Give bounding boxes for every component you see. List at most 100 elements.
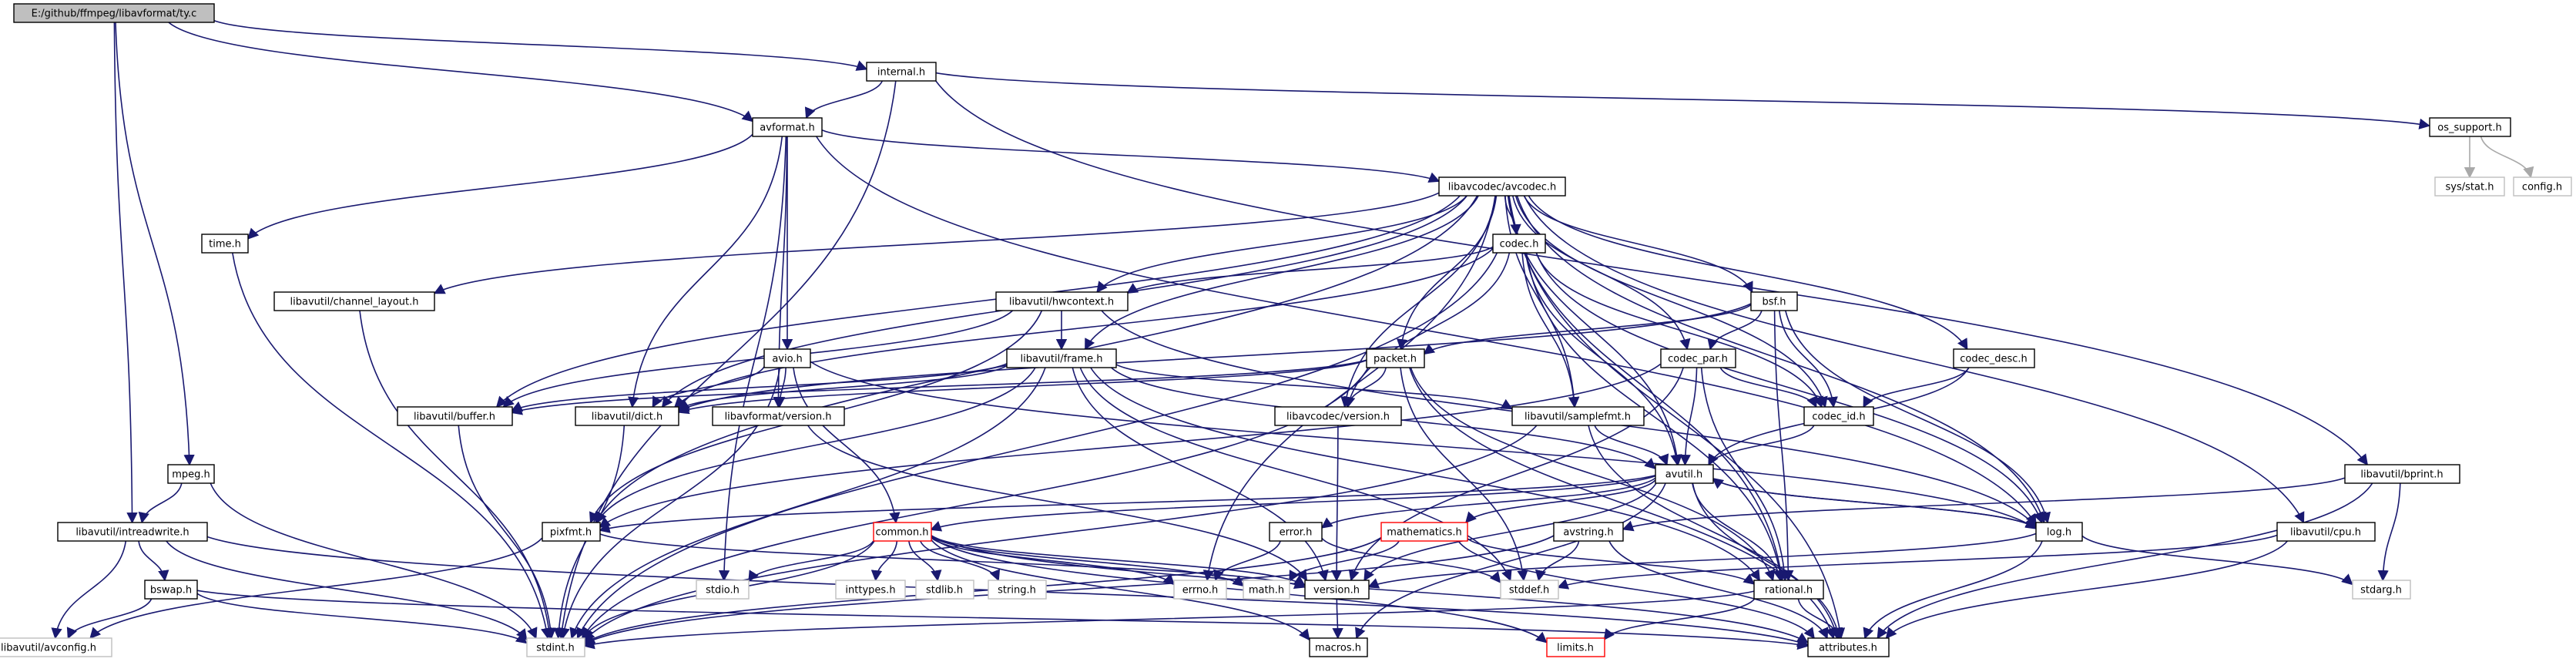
node-dict[interactable]: libavutil/dict.h (575, 406, 679, 426)
node-string[interactable]: string.h (988, 580, 1047, 600)
node-label-codec_par: codec_par.h (1668, 354, 1728, 365)
node-pixfmt[interactable]: pixfmt.h (542, 522, 601, 542)
node-codec_par[interactable]: codec_par.h (1660, 348, 1736, 368)
node-log[interactable]: log.h (2035, 522, 2083, 542)
node-stdarg[interactable]: stdarg.h (2352, 580, 2411, 600)
edge-root-to-internal (213, 19, 868, 71)
node-stddef[interactable]: stddef.h (1500, 580, 1559, 600)
node-attributes[interactable]: attributes.h (1807, 637, 1890, 657)
node-version[interactable]: version.h (1304, 580, 1370, 600)
edge-cpu-to-attributes (1885, 540, 2289, 640)
node-box-channel_layout (273, 291, 435, 311)
node-common[interactable]: common.h (873, 522, 932, 542)
node-label-math: math.h (1249, 585, 1284, 596)
edge-avutil-to-version (1363, 482, 1657, 582)
node-codec[interactable]: codec.h (1492, 234, 1546, 254)
node-bswap[interactable]: bswap.h (144, 580, 198, 600)
node-errno[interactable]: errno.h (1173, 580, 1227, 600)
node-box-packet (1366, 348, 1425, 368)
node-box-version (1304, 580, 1370, 600)
node-avcodec[interactable]: libavcodec/avcodec.h (1438, 176, 1566, 197)
node-config[interactable]: config.h (2513, 176, 2572, 197)
node-stdint[interactable]: stdint.h (526, 637, 585, 657)
edge-internal-to-os_support (935, 72, 2430, 129)
node-bsf[interactable]: bsf.h (1750, 291, 1798, 311)
node-os_support[interactable]: os_support.h (2429, 117, 2511, 137)
node-limits[interactable]: limits.h (1546, 637, 1605, 657)
edge-avutil-to-macros (1355, 482, 1666, 640)
node-avstring[interactable]: avstring.h (1553, 522, 1624, 542)
node-intreadwrite[interactable]: libavutil/intreadwrite.h (57, 522, 208, 542)
edge-codec_id-to-avutil (1708, 425, 1815, 466)
node-macros[interactable]: macros.h (1309, 637, 1368, 657)
edge-common-to-string (920, 540, 1001, 582)
edge-common-to-stdlib (908, 540, 942, 582)
node-lavf_version[interactable]: libavformat/version.h (712, 406, 845, 426)
node-box-errno (1173, 580, 1227, 600)
edge-log-to-attributes (1863, 540, 2043, 640)
node-box-bsf (1750, 291, 1798, 311)
edge-common-to-limits (930, 536, 1548, 644)
edge-packet-to-dict (677, 360, 1367, 415)
node-rational[interactable]: rational.h (1753, 580, 1824, 600)
edge-avcodec-to-packet (1396, 195, 1498, 351)
node-label-bprint: libavutil/bprint.h (2360, 469, 2443, 481)
node-box-common (873, 522, 932, 542)
node-math[interactable]: math.h (1243, 580, 1290, 600)
node-mathematics[interactable]: mathematics.h (1380, 522, 1468, 542)
node-samplefmt[interactable]: libavutil/samplefmt.h (1511, 406, 1645, 426)
node-packet[interactable]: packet.h (1366, 348, 1425, 368)
edge-lavf_version-to-version (807, 425, 1308, 582)
node-lavc_version[interactable]: libavcodec/version.h (1274, 406, 1402, 426)
edge-rational-to-attributes (1797, 598, 1843, 640)
edge-root-to-intreadwrite (113, 22, 138, 524)
node-label-rational: rational.h (1765, 585, 1813, 596)
edge-os_support-to-config (2480, 136, 2534, 179)
edge-root-to-mpeg (115, 22, 195, 466)
node-avio[interactable]: avio.h (763, 348, 811, 368)
node-buffer[interactable]: libavutil/buffer.h (397, 406, 513, 426)
node-box-limits (1546, 637, 1605, 657)
node-avutil[interactable]: avutil.h (1655, 464, 1714, 484)
edge-mpeg-to-intreadwrite (138, 482, 183, 524)
node-label-internal: internal.h (877, 67, 925, 79)
node-avformat[interactable]: avformat.h (752, 117, 823, 137)
edge-log-to-avutil (1712, 477, 2037, 529)
node-codec_id[interactable]: codec_id.h (1803, 406, 1874, 426)
node-label-samplefmt: libavutil/samplefmt.h (1524, 412, 1631, 423)
node-label-avstring: avstring.h (1563, 527, 1613, 539)
node-mpeg[interactable]: mpeg.h (167, 464, 215, 484)
edge-frame-to-stddef (1079, 367, 1512, 582)
node-stdio[interactable]: stdio.h (696, 580, 750, 600)
node-label-macros: macros.h (1315, 643, 1361, 654)
node-error[interactable]: error.h (1269, 522, 1323, 542)
node-frame[interactable]: libavutil/frame.h (1006, 348, 1117, 368)
node-inttypes[interactable]: inttypes.h (835, 580, 906, 600)
edge-bsf-to-codec_id (1779, 310, 1838, 408)
edge-frame-to-stdint (569, 367, 1046, 640)
node-box-dict (575, 406, 679, 426)
node-hwcontext[interactable]: libavutil/hwcontext.h (995, 291, 1129, 311)
node-label-error: error.h (1280, 527, 1313, 539)
edge-frame-to-buffer (511, 363, 1008, 412)
node-codec_desc[interactable]: codec_desc.h (1953, 348, 2035, 368)
node-root[interactable]: E:/github/ffmpeg/libavformat/ty.c (13, 3, 215, 23)
edge-frame-to-samplefmt (1115, 364, 1513, 410)
edge-frame-to-dict (677, 365, 1008, 410)
node-label-sysstat: sys/stat.h (2446, 182, 2494, 193)
node-channel_layout[interactable]: libavutil/channel_layout.h (273, 291, 435, 311)
node-box-codec_id (1803, 406, 1874, 426)
node-label-mpeg: mpeg.h (172, 469, 210, 481)
node-avconfig[interactable]: libavutil/avconfig.h (0, 637, 112, 657)
node-label-time: time.h (209, 239, 241, 250)
node-box-string (988, 580, 1047, 600)
node-stdlib[interactable]: stdlib.h (915, 580, 974, 600)
node-internal[interactable]: internal.h (866, 62, 937, 82)
node-time[interactable]: time.h (201, 234, 249, 254)
node-label-avcodec: libavcodec/avcodec.h (1448, 182, 1557, 193)
node-sysstat[interactable]: sys/stat.h (2434, 176, 2505, 197)
edge-intreadwrite-to-bswap (138, 540, 169, 582)
node-bprint[interactable]: libavutil/bprint.h (2344, 464, 2460, 484)
edge-avutil-to-mathematics (1464, 479, 1656, 524)
node-cpu[interactable]: libavutil/cpu.h (2276, 522, 2376, 542)
